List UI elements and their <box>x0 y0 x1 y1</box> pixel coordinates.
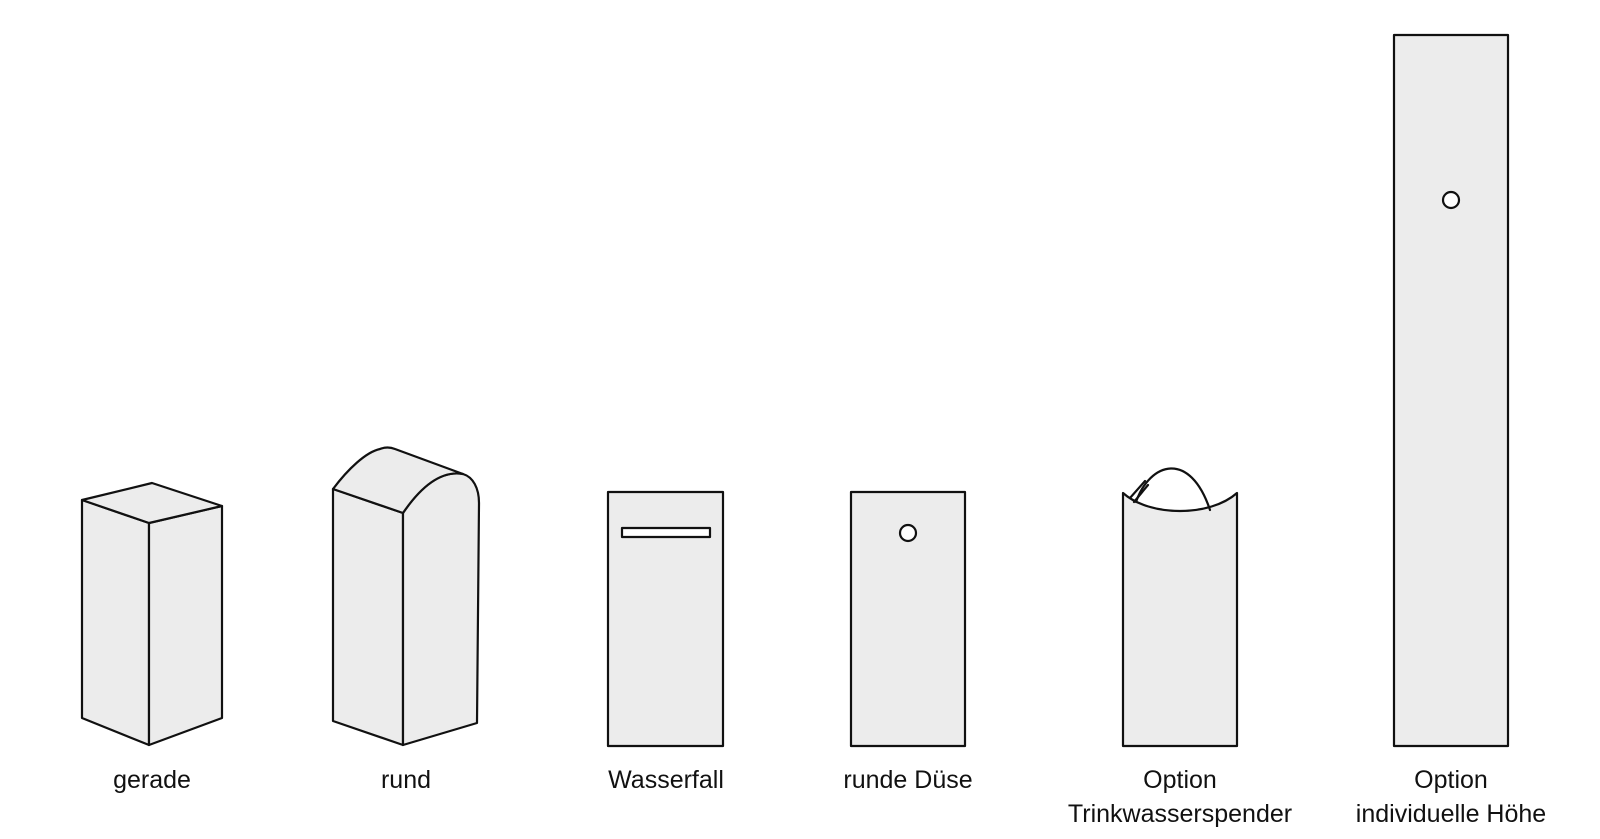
label-individuelle-hoehe-line-2: individuelle Höhe <box>1355 800 1547 828</box>
label-trinkwasserspender-line-1: Option <box>1143 766 1217 794</box>
label-trinkwasserspender-line-2: Trinkwasserspender <box>1067 800 1293 828</box>
trinkwasserspender-water-arc <box>1134 467 1212 512</box>
rund-top-face <box>331 446 465 515</box>
wasserfall-slot <box>620 526 712 539</box>
variant-runde-duese-drawing <box>849 490 967 748</box>
rund-left-face <box>331 487 405 747</box>
trinkwasserspender-spout <box>1128 479 1150 504</box>
gerade-left-face <box>80 498 151 747</box>
variant-gerade-drawing <box>80 481 224 747</box>
label-runde-duese-line-1: runde Düse <box>843 766 973 794</box>
trinkwasserspender-body <box>1121 491 1239 748</box>
label-individuelle-hoehe-line-1: Option <box>1414 766 1488 794</box>
variant-trinkwasserspender-drawing <box>1121 467 1239 748</box>
variant-rund-drawing <box>331 446 481 747</box>
label-gerade: gerade <box>113 763 191 797</box>
individuelle-hoehe-nozzle <box>1441 190 1461 210</box>
rund-right-face <box>401 472 481 747</box>
gerade-right-face <box>147 504 224 747</box>
gerade-top-face <box>80 481 224 525</box>
label-rund: rund <box>381 763 431 797</box>
individuelle-hoehe-body <box>1392 33 1510 748</box>
label-individuelle-hoehe: Option individuelle Höhe <box>1356 763 1546 831</box>
label-wasserfall-line-1: Wasserfall <box>608 766 724 794</box>
label-wasserfall: Wasserfall <box>608 763 724 797</box>
label-rund-line-1: rund <box>380 766 432 794</box>
label-trinkwasserspender: Option Trinkwasserspender <box>1068 763 1292 831</box>
label-gerade-line-1: gerade <box>113 766 191 794</box>
variant-wasserfall-drawing <box>606 490 725 748</box>
runde-duese-nozzle <box>898 523 918 543</box>
variant-individuelle-hoehe-drawing <box>1392 33 1510 748</box>
label-runde-duese: runde Düse <box>843 763 972 797</box>
